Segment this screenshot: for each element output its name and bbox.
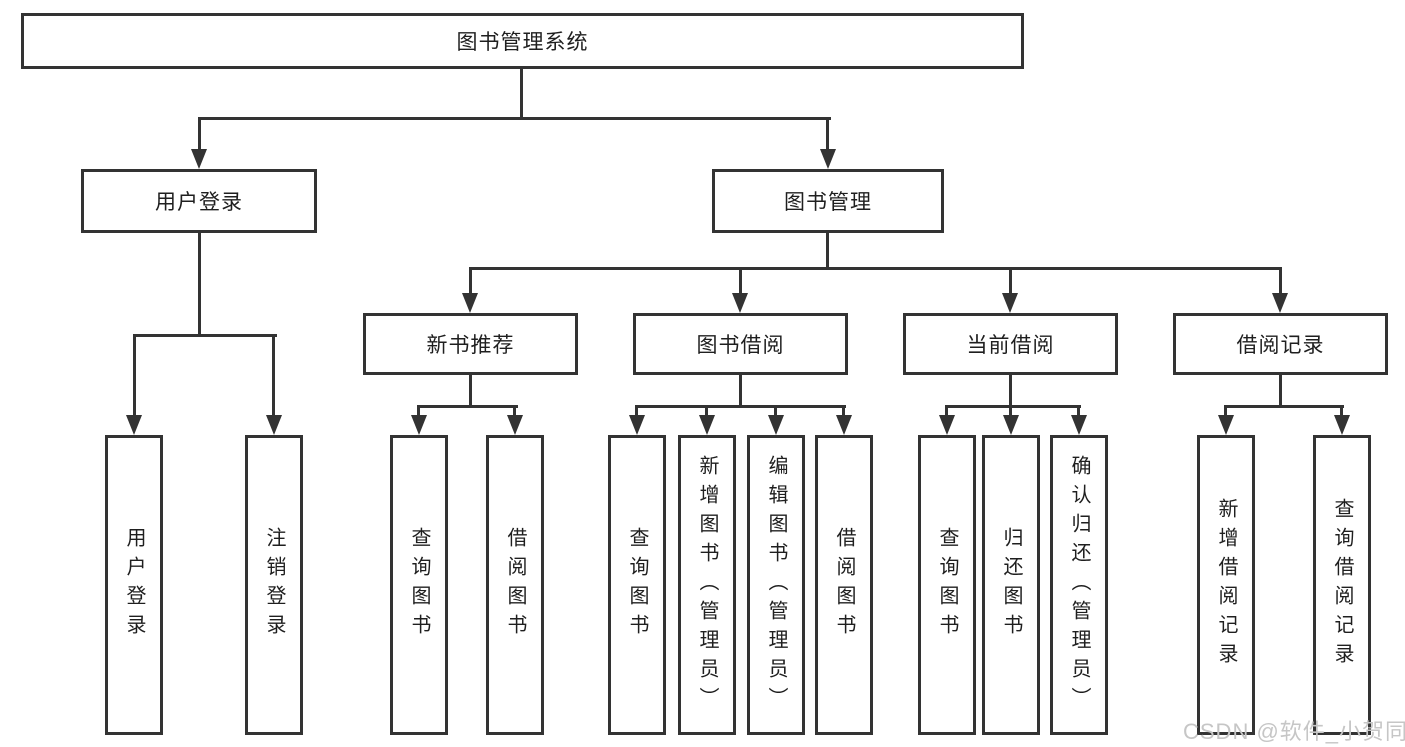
leaf-borrow-books: 借阅图书 xyxy=(815,435,873,735)
connector-line xyxy=(469,267,1282,270)
leaf-query-borrow-record: 查询借阅记录 xyxy=(1313,435,1371,735)
node-user-login-label: 用户登录 xyxy=(155,191,243,214)
connector-line xyxy=(198,117,831,120)
leaf-borrow-books-recommend-label: 借阅图书 xyxy=(504,527,526,643)
connector-line xyxy=(946,405,1081,408)
connector-line xyxy=(739,267,742,297)
node-book-borrowing: 图书借阅 xyxy=(633,313,848,375)
leaf-edit-books-admin: 编辑图书（管理员） xyxy=(747,435,805,735)
node-current-borrowing-label: 当前借阅 xyxy=(966,334,1055,357)
leaf-user-login: 用户登录 xyxy=(105,435,163,735)
connector-line xyxy=(198,233,201,336)
connector-line xyxy=(826,117,829,153)
leaf-borrow-books-recommend: 借阅图书 xyxy=(486,435,544,735)
connector-arrowhead xyxy=(266,415,282,435)
leaf-edit-books-admin-label: 编辑图书（管理员） xyxy=(765,454,787,716)
leaf-confirm-return-admin-label: 确认归还（管理员） xyxy=(1068,454,1090,716)
leaf-add-books-admin: 新增图书（管理员） xyxy=(678,435,736,735)
leaf-query-books-borrowing: 查询图书 xyxy=(608,435,666,735)
node-book-borrowing-label: 图书借阅 xyxy=(696,334,785,357)
leaf-confirm-return-admin: 确认归还（管理员） xyxy=(1050,435,1108,735)
connector-line xyxy=(1279,375,1282,408)
connector-line xyxy=(417,405,420,419)
connector-arrowhead xyxy=(126,415,142,435)
connector-arrowhead xyxy=(768,415,784,435)
connector-line xyxy=(739,375,742,408)
leaf-query-books-current-label: 查询图书 xyxy=(936,527,958,643)
connector-line xyxy=(1340,405,1343,419)
leaf-user-login-label: 用户登录 xyxy=(123,527,145,643)
connector-arrowhead xyxy=(699,415,715,435)
connector-arrowhead xyxy=(191,149,207,169)
connector-line xyxy=(198,117,201,153)
connector-arrowhead xyxy=(1218,415,1234,435)
connector-line xyxy=(1225,405,1344,408)
connector-line xyxy=(1077,405,1080,419)
connector-line xyxy=(842,405,845,419)
node-user-login: 用户登录 xyxy=(81,169,317,233)
leaf-query-books-current: 查询图书 xyxy=(918,435,976,735)
connector-line xyxy=(520,69,523,119)
node-book-management-label: 图书管理 xyxy=(784,191,872,214)
leaf-add-borrow-record-label: 新增借阅记录 xyxy=(1215,498,1237,672)
connector-arrowhead xyxy=(411,415,427,435)
connector-arrowhead xyxy=(732,293,748,313)
node-new-book-recommend: 新书推荐 xyxy=(363,313,578,375)
connector-line xyxy=(705,405,708,419)
connector-arrowhead xyxy=(939,415,955,435)
leaf-logout-label: 注销登录 xyxy=(263,527,285,643)
leaf-return-books: 归还图书 xyxy=(982,435,1040,735)
connector-arrowhead xyxy=(507,415,523,435)
leaf-borrow-books-label: 借阅图书 xyxy=(833,527,855,643)
connector-line xyxy=(1224,405,1227,419)
connector-arrowhead xyxy=(836,415,852,435)
connector-arrowhead xyxy=(1071,415,1087,435)
watermark: CSDN @软件_小贺同学 xyxy=(1183,719,1405,744)
leaf-query-borrow-record-label: 查询借阅记录 xyxy=(1331,498,1353,672)
connector-line xyxy=(469,267,472,297)
connector-line xyxy=(133,334,136,419)
leaf-return-books-label: 归还图书 xyxy=(1000,527,1022,643)
connector-line xyxy=(418,405,518,408)
connector-arrowhead xyxy=(1003,415,1019,435)
leaf-add-borrow-record: 新增借阅记录 xyxy=(1197,435,1255,735)
connector-line xyxy=(1009,405,1012,419)
leaf-query-books-recommend-label: 查询图书 xyxy=(408,527,430,643)
node-root-label: 图书管理系统 xyxy=(456,31,589,54)
connector-line xyxy=(272,334,275,419)
node-borrowing-records: 借阅记录 xyxy=(1173,313,1388,375)
connector-line xyxy=(1279,267,1282,297)
node-borrowing-records-label: 借阅记录 xyxy=(1236,334,1325,357)
leaf-logout: 注销登录 xyxy=(245,435,303,735)
connector-line xyxy=(826,233,829,269)
node-current-borrowing: 当前借阅 xyxy=(903,313,1118,375)
connector-arrowhead xyxy=(462,293,478,313)
connector-arrowhead xyxy=(820,149,836,169)
connector-line xyxy=(513,405,516,419)
node-book-management: 图书管理 xyxy=(712,169,944,233)
connector-line xyxy=(635,405,638,419)
leaf-query-books-borrowing-label: 查询图书 xyxy=(626,527,648,643)
connector-line xyxy=(945,405,948,419)
connector-line xyxy=(774,405,777,419)
connector-line xyxy=(1009,375,1012,408)
connector-arrowhead xyxy=(1334,415,1350,435)
leaf-query-books-recommend: 查询图书 xyxy=(390,435,448,735)
connector-arrowhead xyxy=(629,415,645,435)
connector-arrowhead xyxy=(1272,293,1288,313)
connector-line xyxy=(133,334,277,337)
connector-line xyxy=(1009,267,1012,297)
leaf-add-books-admin-label: 新增图书（管理员） xyxy=(696,454,718,716)
connector-line xyxy=(636,405,846,408)
connector-line xyxy=(469,375,472,408)
node-root: 图书管理系统 xyxy=(21,13,1024,69)
connector-arrowhead xyxy=(1002,293,1018,313)
node-new-book-recommend-label: 新书推荐 xyxy=(426,334,515,357)
